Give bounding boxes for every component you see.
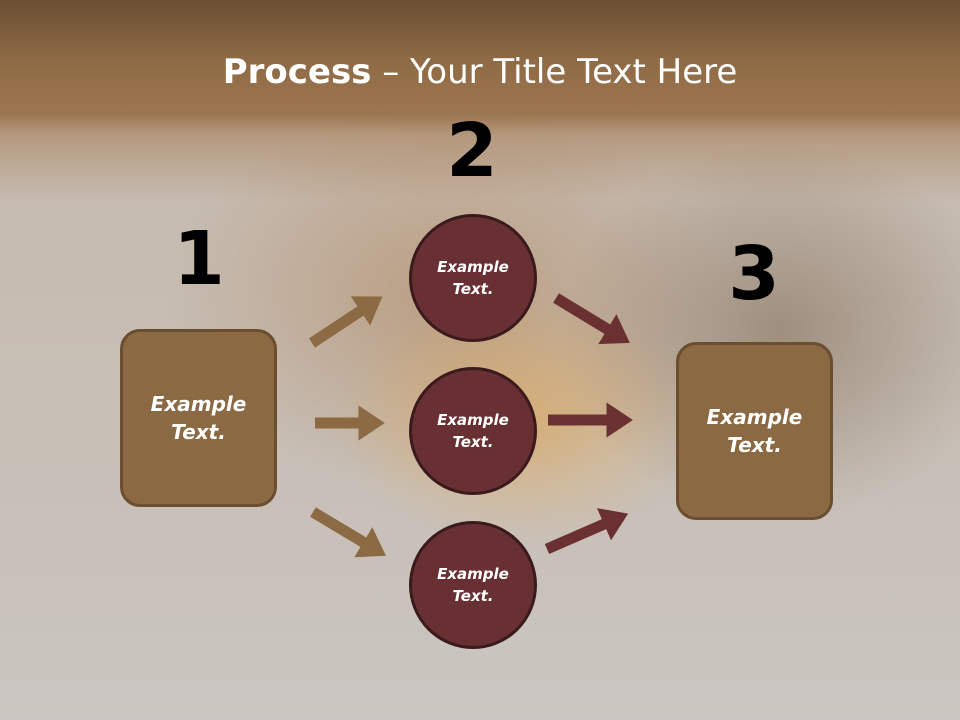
- title-bold: Process: [222, 52, 372, 92]
- arrow-1-to-2c: [310, 507, 386, 558]
- circle2-line1: Example: [437, 410, 509, 429]
- circle1-line2: Text.: [452, 280, 494, 298]
- slide-title: Process – Your Title Text Here: [0, 52, 960, 92]
- step-number-2: 2: [446, 108, 498, 194]
- box1-line1: Example: [150, 392, 247, 416]
- box3-line1: Example: [706, 405, 803, 429]
- circle2-line2: Text.: [452, 433, 494, 451]
- step-number-1: 1: [173, 216, 225, 302]
- arrow-1-to-2a: [308, 296, 383, 348]
- arrow-2a-to-3: [553, 293, 630, 345]
- circle3-line1: Example: [437, 564, 509, 583]
- circle3-line2: Text.: [452, 587, 494, 605]
- title-rest: – Your Title Text Here: [371, 52, 738, 92]
- box1-line2: Text.: [171, 420, 226, 444]
- circle1-line1: Example: [437, 257, 509, 276]
- arrow-2c-to-3: [544, 508, 629, 555]
- step-number-3: 3: [728, 231, 780, 317]
- box3-line2: Text.: [727, 433, 782, 457]
